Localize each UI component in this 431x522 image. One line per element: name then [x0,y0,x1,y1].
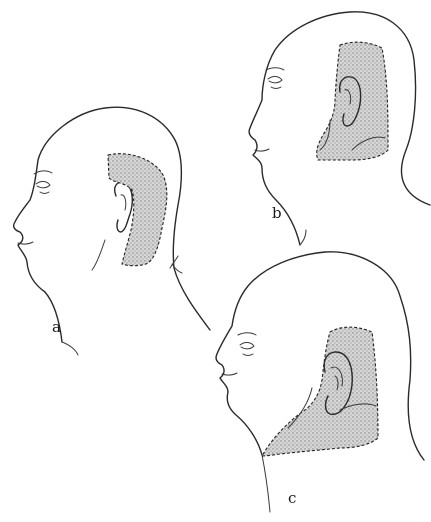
panel-b-shaded-region [317,42,388,160]
panel-c: c [216,252,424,512]
panel-a-ear-inner [121,195,126,210]
panel-a-shaded-region [108,154,167,266]
panel-c-neck-line [262,455,270,512]
panel-c-eyebrow [238,333,256,335]
panel-a-neck-mark [170,256,182,273]
panel-a-eye [36,181,50,193]
panel-c-shaded-region [262,327,378,456]
panel-c-eye [240,342,254,355]
panel-a-head-outline [14,107,210,342]
panel-b-eyebrow [266,68,284,70]
panel-b-eye [268,76,282,88]
panel-b-label: b [272,204,282,222]
panel-b: b [249,12,430,245]
panel-a: a [14,107,210,355]
panel-a-neck-line [62,342,78,355]
panel-a-ear [115,182,133,232]
panel-c-label: c [288,489,296,507]
panel-a-label: a [52,318,61,336]
panel-b-neck-line [300,230,306,245]
panel-a-jaw-line [92,240,105,270]
